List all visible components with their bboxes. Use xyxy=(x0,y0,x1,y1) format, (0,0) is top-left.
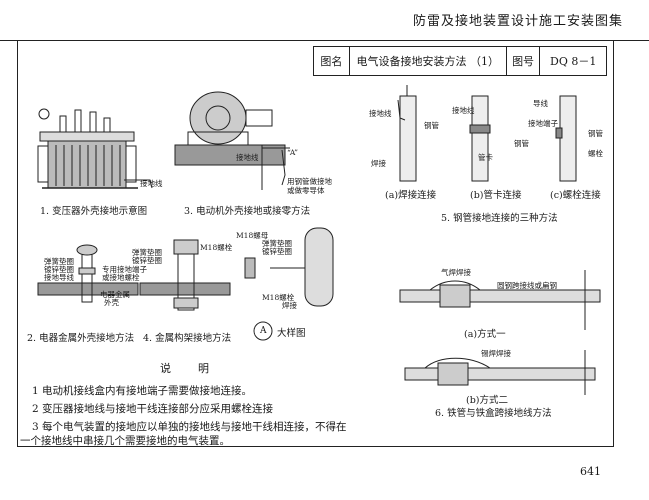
drawing-frame xyxy=(17,40,614,447)
detail-label: 弹簧垫圈 xyxy=(262,239,292,248)
pipe-connection-drawings xyxy=(397,85,577,182)
drawing-name-label: 图名 xyxy=(314,47,350,75)
fig6a-label: 气焊焊接 xyxy=(441,268,471,277)
fig3-label: 用钢管做接地 xyxy=(287,177,332,186)
fig5c-label: 导线 xyxy=(533,99,548,108)
fig5b-label: 钢管 xyxy=(514,139,529,148)
fig2-label: 弹簧垫圈 xyxy=(44,257,74,266)
detail-caption: 大样图 xyxy=(277,328,306,339)
fig6-caption: 6. 铁管与铁盒跨接地线方法 xyxy=(435,408,552,419)
detail-label: 镀锌垫圈 xyxy=(262,247,292,256)
fig5b-label: 管卡 xyxy=(478,153,493,162)
detail-marker: A xyxy=(260,326,267,336)
page-number: 641 xyxy=(580,465,601,478)
fig2-label: 外壳 xyxy=(104,298,119,307)
notes-title: 说 明 xyxy=(160,362,217,375)
fig2-label: 或接地螺栓 xyxy=(102,273,140,282)
fig6a-label: 圆钢跨接线或扁钢 xyxy=(497,281,557,290)
fig5c-label: 钢管 xyxy=(588,129,603,138)
detail-label: M18螺母 xyxy=(236,231,269,240)
fig5c-caption: (c)螺栓连接 xyxy=(550,190,601,201)
fig4-label: M18螺栓 xyxy=(200,243,233,252)
note-item: 2 变压器接地线与接地干线连接部分应采用螺栓连接 xyxy=(32,403,274,415)
fig6b-caption: (b)方式二 xyxy=(466,395,508,406)
fig5c-label: 接地端子 xyxy=(528,119,558,128)
page-header-title: 防雷及接地装置设计施工安装图集 xyxy=(412,14,623,29)
fig5-caption: 5. 钢管接地连接的三种方法 xyxy=(441,213,558,224)
fig5c-label: 螺栓 xyxy=(588,149,603,158)
fig3-label: 或做零导体 xyxy=(287,186,325,195)
note-item: 一个接地线中串接几个需要接地的电气装置。 xyxy=(20,435,230,447)
fig4-caption: 4. 金属构架接地方法 xyxy=(143,333,232,344)
motor-drawing xyxy=(174,91,290,190)
fig1-label: 接地线 xyxy=(140,179,163,188)
fig2-label: 镀锌垫圈 xyxy=(44,265,74,274)
frame-ground-drawing xyxy=(139,239,231,311)
note-item: 1 电动机接线盒内有接地端子需要做接地连接。 xyxy=(32,385,253,397)
fig5a-label: 钢管 xyxy=(424,121,439,130)
fig3-label: 接地线 xyxy=(236,153,259,162)
fig2-caption: 2. 电器金属外壳接地方法 xyxy=(27,333,135,344)
fig6a-caption: (a)方式一 xyxy=(464,329,506,340)
fig2-label: 专用接地端子 xyxy=(102,265,147,274)
pipe-box-jumper-drawings xyxy=(399,270,601,395)
fig1-caption: 1. 变压器外壳接地示意图 xyxy=(40,206,148,217)
note-item: 3 每个电气装置的接地应以单独的接地线与接地干线相连接，不得在 xyxy=(32,421,347,433)
drawing-name: 电气设备接地安装方法 （1） xyxy=(350,47,507,75)
fig5b-caption: (b)管卡连接 xyxy=(470,190,522,201)
detail-drawing xyxy=(244,227,334,341)
detail-label: M18螺栓 xyxy=(262,293,295,302)
fig3-label: “A” xyxy=(287,148,299,157)
transformer-drawing xyxy=(37,108,153,189)
fig3-caption: 3. 电动机外壳接地或接零方法 xyxy=(184,206,311,217)
fig5a-caption: (a)焊接连接 xyxy=(385,190,437,201)
drawing-no: DQ 8－1 xyxy=(550,55,597,68)
fig2-label: 电器金属 xyxy=(100,290,130,299)
fig4-label: 弹簧垫圈 xyxy=(132,248,162,257)
enclosure-ground-drawing xyxy=(37,244,139,303)
fig5a-label: 接地线 xyxy=(369,109,392,118)
fig6b-label: 锡焊焊接 xyxy=(481,349,511,358)
detail-label: 焊接 xyxy=(282,301,297,310)
drawing-no-label: 图号 xyxy=(507,47,541,75)
fig4-label: 镀锌垫圈 xyxy=(132,256,162,265)
fig2-label: 接地导线 xyxy=(44,273,74,282)
fig5b-label: 接地线 xyxy=(452,106,475,115)
fig5a-label: 焊接 xyxy=(371,159,386,168)
title-block: 图名 电气设备接地安装方法 （1） 图号 DQ 8－1 xyxy=(313,46,607,76)
